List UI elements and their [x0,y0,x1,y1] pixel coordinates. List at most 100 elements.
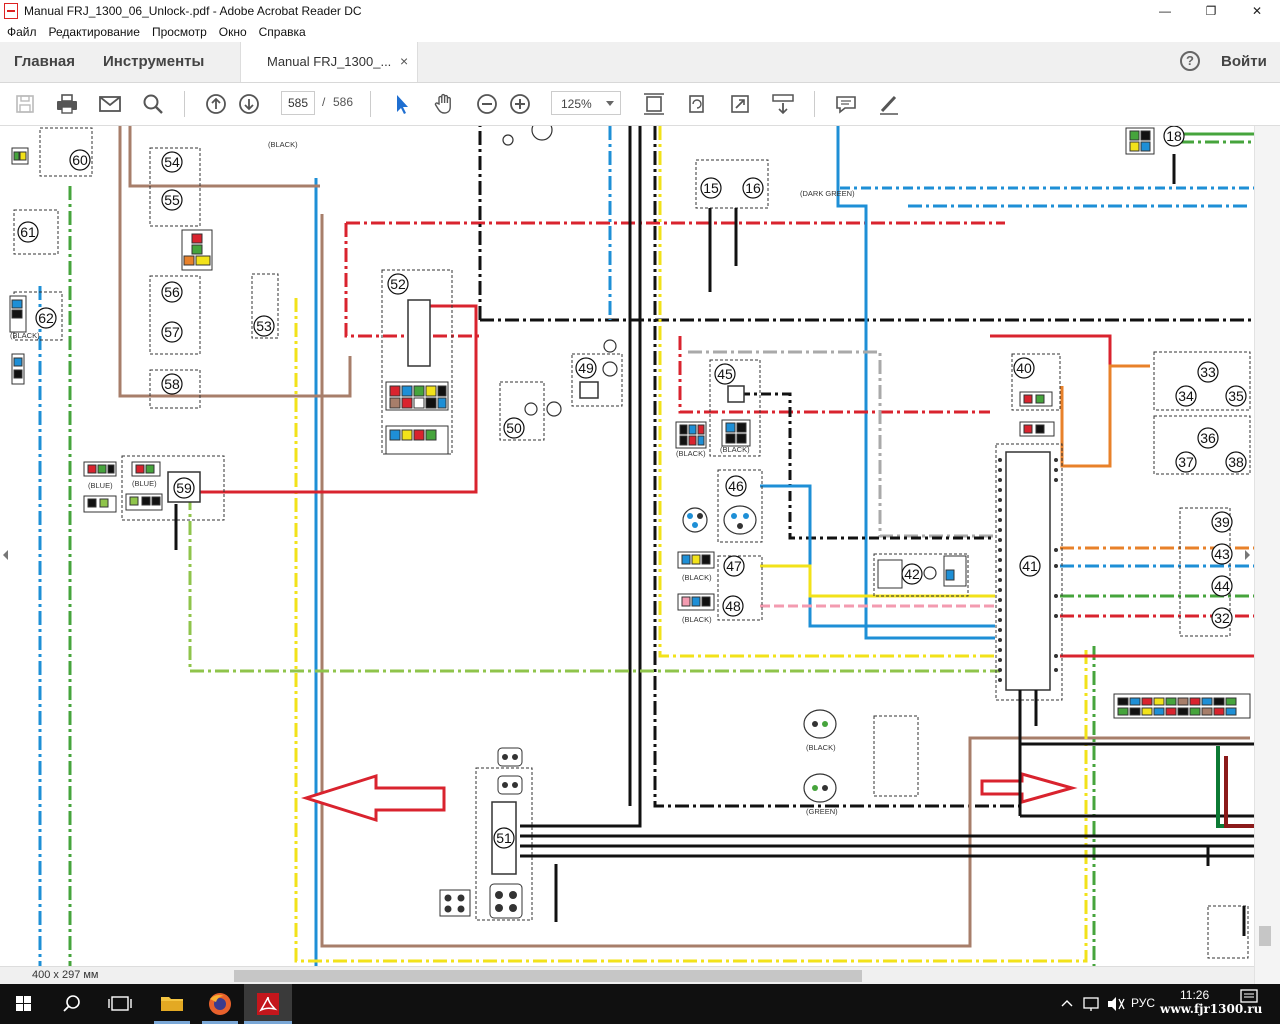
component-number: 60 [72,152,88,168]
comment-icon[interactable] [833,91,859,117]
right-panel-toggle-icon[interactable] [1245,550,1250,560]
task-view-icon[interactable] [96,984,144,1024]
tray-volume-icon[interactable] [1102,984,1128,1024]
component-number-circle [161,189,183,211]
maximize-button[interactable]: ❐ [1205,4,1217,18]
component-number: 55 [164,192,180,208]
help-icon[interactable]: ? [1180,51,1200,71]
connector-label: (BLUE) [132,479,157,488]
print-icon[interactable] [54,91,80,117]
file-explorer-icon[interactable] [148,984,196,1024]
left-panel-toggle-icon[interactable] [3,550,8,560]
component-number: 43 [1214,546,1230,562]
component-number: 47 [726,558,742,574]
tab-document-label: Manual FRJ_1300_... [267,54,392,69]
notification-icon[interactable] [1236,988,1262,1006]
component-number-circle [161,281,183,303]
component-number-circle [1225,451,1247,473]
component-number-circle [253,315,275,337]
page-up-icon[interactable] [203,91,229,117]
component-number-circle [901,563,923,585]
save-icon[interactable] [12,91,38,117]
tab-tools[interactable]: Инструменты [103,53,205,70]
component-number: 51 [496,830,512,846]
tray-language[interactable]: РУС [1131,996,1156,1010]
search-icon[interactable] [48,984,96,1024]
fit-page-icon[interactable] [641,91,667,117]
page-separator: / [322,95,326,109]
horizontal-scrollbar[interactable] [120,967,1254,985]
toolbar-divider [814,91,815,117]
close-window-button[interactable]: ✕ [1251,4,1263,18]
tab-home[interactable]: Главная [14,53,76,70]
select-cursor-icon[interactable] [389,91,415,117]
status-bar: 400 x 297 мм [0,966,1254,985]
component-number: 49 [578,360,594,376]
tray-clock[interactable]: 11:26 [1180,988,1210,1002]
menu-edit[interactable]: Редактирование [48,25,140,39]
component-number-circle [1197,427,1219,449]
page-down-icon[interactable] [236,91,262,117]
windows-start-icon[interactable] [0,984,48,1024]
component-number-circle [173,477,195,499]
tray-chevron-up-icon[interactable] [1054,984,1080,1024]
acrobat-taskbar-icon[interactable] [244,984,292,1024]
firefox-icon[interactable] [196,984,244,1024]
minimize-button[interactable]: — [1159,4,1171,18]
hand-icon[interactable] [431,91,457,117]
component-number-circle [722,595,744,617]
watermark-text: www.fjr1300.ru [1160,1002,1263,1016]
component-number-circle [1163,126,1185,147]
zoom-value: 125% [561,97,592,111]
menu-window[interactable]: Окно [218,25,247,39]
component-number: 18 [1166,128,1182,144]
menu-file[interactable]: Файл [7,25,37,39]
search-icon[interactable] [140,91,166,117]
toolbar: / 586 125% [0,83,1280,126]
connector-label: (BLUE) [88,481,113,490]
component-number-circle [503,417,525,439]
connector-label: (GREEN) [806,807,838,816]
horizontal-scroll-thumb[interactable] [234,970,862,982]
page-size-label: 400 x 297 мм [32,969,99,981]
zoom-out-icon[interactable] [474,91,500,117]
vertical-scrollbar[interactable] [1254,126,1280,984]
vertical-scroll-thumb[interactable] [1259,926,1271,946]
fullscreen-icon[interactable] [727,91,753,117]
zoom-in-icon[interactable] [507,91,533,117]
tab-document[interactable]: Manual FRJ_1300_... × [240,42,418,82]
menu-help[interactable]: Справка [258,25,306,39]
component-number-circle [161,151,183,173]
component-number-circle [1225,385,1247,407]
component-number: 35 [1228,388,1244,404]
tray-network-icon[interactable] [1078,984,1104,1024]
component-number: 62 [38,310,54,326]
component-number: 58 [164,376,180,392]
component-number: 53 [256,318,272,334]
scroll-mode-icon[interactable] [770,91,796,117]
login-button[interactable]: Войти [1221,53,1267,70]
component-number-circle [161,373,183,395]
menu-view[interactable]: Просмотр [151,25,207,39]
component-number: 57 [164,324,180,340]
rotate-icon[interactable] [684,91,710,117]
component-number: 33 [1200,364,1216,380]
red-arrow-left [300,773,446,823]
component-number-circle [1013,357,1035,379]
title-bar: Manual FRJ_1300_06_Unlock-.pdf - Adobe A… [0,0,1280,22]
component-number: 52 [390,276,406,292]
zoom-select[interactable]: 125% [551,91,621,115]
mail-icon[interactable] [97,91,123,117]
component-number-circle [700,177,722,199]
component-number: 39 [1214,514,1230,530]
component-number-circle [725,475,747,497]
pen-icon[interactable] [876,91,902,117]
page-number-input[interactable] [281,91,315,115]
component-number: 16 [745,180,761,196]
component-number: 38 [1228,454,1244,470]
component-number: 61 [20,224,36,240]
component-number-circle [17,221,39,243]
component-number: 48 [725,598,741,614]
close-tab-icon[interactable]: × [400,53,409,69]
